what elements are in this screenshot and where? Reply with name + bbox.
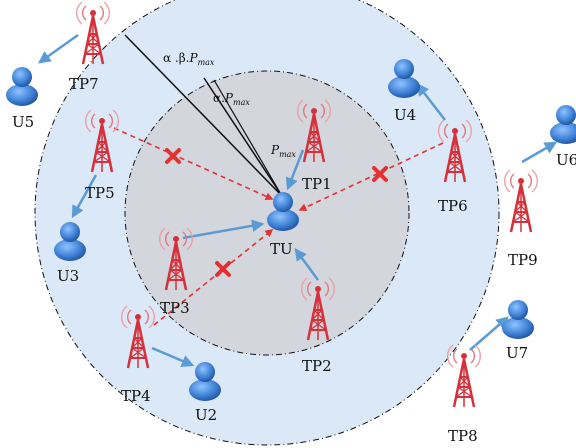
user-label-u3: U3 xyxy=(57,267,79,285)
link-tp3-tu xyxy=(182,219,265,240)
tower-label-tp1: TP1 xyxy=(302,175,332,193)
tower-icon xyxy=(446,343,482,409)
power-label-mid: α.Pmax xyxy=(213,91,250,107)
tower-label-tp9: TP9 xyxy=(508,251,538,269)
power-line-inner xyxy=(213,79,283,197)
tower-label-tp4: TP4 xyxy=(121,387,151,405)
user-label-u7: U7 xyxy=(506,344,528,362)
link-tp5-u3 xyxy=(71,174,98,219)
tower-label-tp5: TP5 xyxy=(85,184,115,202)
user-icon xyxy=(550,105,576,144)
link-tp4-u2 xyxy=(151,346,195,367)
tower-label-tp8: TP8 xyxy=(448,427,478,445)
link-tp8-u7 xyxy=(469,316,509,351)
tower-icon xyxy=(503,168,539,234)
user-icon xyxy=(6,67,38,106)
tower-label-tp7: TP7 xyxy=(69,75,99,93)
user-label-u5: U5 xyxy=(12,113,34,131)
power-label-inner: Pmax xyxy=(270,143,296,159)
user-label-u4: U4 xyxy=(394,106,416,124)
user-label-u2: U2 xyxy=(195,406,217,424)
user-label-u6: U6 xyxy=(556,151,576,169)
power-label-outer: α .β.Pmax xyxy=(163,51,215,67)
tower-label-tp3: TP3 xyxy=(160,299,190,317)
link-tp7-u5 xyxy=(37,33,79,64)
link-tp6-u4 xyxy=(416,83,446,121)
interference-link-tp4 xyxy=(153,228,274,326)
link-tp2-tu xyxy=(294,247,320,281)
tower-label-tp6: TP6 xyxy=(438,197,468,215)
power-line-outer xyxy=(124,34,283,197)
tower-label-tp2: TP2 xyxy=(302,357,332,375)
user-label-tu: TU xyxy=(270,240,293,258)
inner-coverage-zone xyxy=(124,70,410,356)
power-line-mid xyxy=(203,77,283,197)
interference-link-tp5 xyxy=(113,127,274,201)
link-tp1-tu xyxy=(285,149,305,191)
link-tp9-u6 xyxy=(521,141,558,164)
